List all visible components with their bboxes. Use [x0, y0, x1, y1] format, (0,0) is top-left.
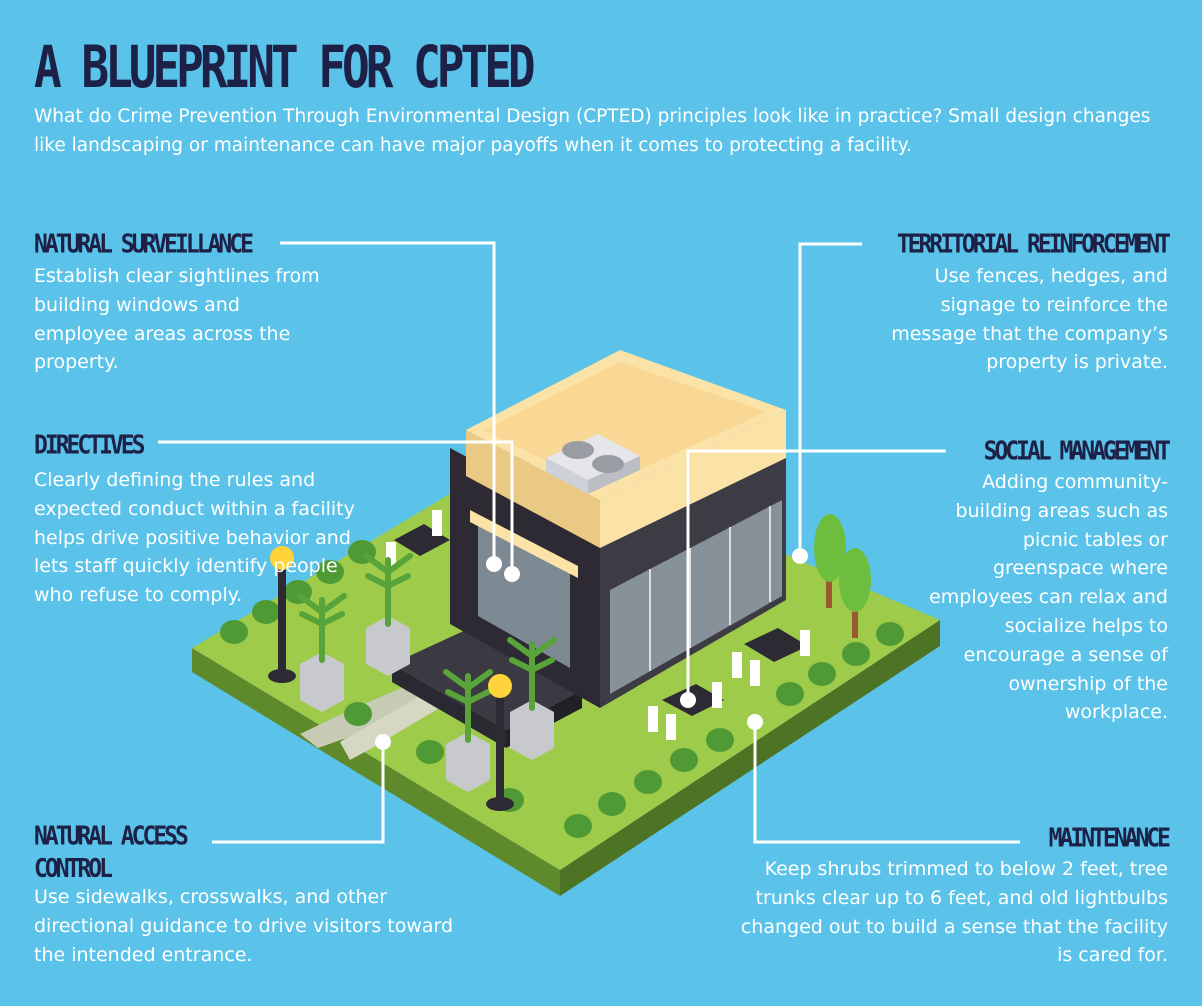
entrance-frame: [470, 510, 578, 578]
building-right-windows: [610, 500, 782, 694]
ac-fan-1: [562, 441, 594, 459]
page-title: A BLUEPRINT FOR CPTED: [34, 33, 536, 101]
intro-text: What do Crime Prevention Through Environ…: [34, 106, 1151, 156]
heading-natural-access-control: NATURAL ACCESS CONTROL: [34, 822, 189, 884]
connector-dots: [375, 548, 808, 750]
building-upper-right: [600, 410, 786, 548]
building-upper-left: [466, 430, 600, 548]
body-social-management: Adding community-building areas such as …: [929, 471, 1168, 724]
palm-plants: [297, 553, 557, 743]
ac-unit-front: [546, 458, 588, 494]
picnic-tables: [386, 510, 810, 740]
ac-fan-2: [592, 455, 624, 473]
trees: [814, 514, 871, 638]
ac-unit: [546, 434, 640, 480]
heading-territorial-reinforcement: TERRITORIAL REINFORCEMENT: [896, 230, 1171, 260]
ground-base-left-side: [192, 648, 560, 896]
body-territorial-reinforcement: Use fences, hedges, and signage to reinf…: [891, 265, 1168, 374]
body-natural-access-control: Use sidewalks, crosswalks, and other dir…: [34, 886, 454, 966]
lamp-posts: [268, 546, 514, 811]
connector-maintenance: [753, 722, 1020, 844]
connector-territorial-reinforcement: [798, 242, 862, 555]
heading-directives: DIRECTIVES: [34, 431, 145, 461]
ground-base-right-side: [560, 620, 940, 896]
entrance-steps-front: [392, 664, 506, 748]
heading-natural-surveillance: NATURAL SURVEILLANCE: [34, 230, 254, 260]
planters: [300, 616, 554, 792]
ac-unit-side: [588, 456, 640, 494]
body-natural-surveillance: Establish clear sightlines from building…: [34, 265, 320, 374]
heading-social-management: SOCIAL MANAGEMENT: [983, 437, 1171, 467]
body-maintenance: Keep shrubs trimmed to below 2 feet, tre…: [740, 858, 1168, 967]
connector-social-management: [686, 449, 946, 700]
body-directives: Clearly defining the rules and expected …: [34, 469, 355, 607]
window-mullions: [649, 506, 771, 671]
connector-natural-surveillance: [280, 241, 496, 562]
connector-natural-access-control: [212, 742, 385, 844]
heading-maintenance: MAINTENANCE: [1048, 824, 1171, 854]
connector-lines: [158, 241, 1020, 844]
connector-directives: [158, 440, 514, 572]
